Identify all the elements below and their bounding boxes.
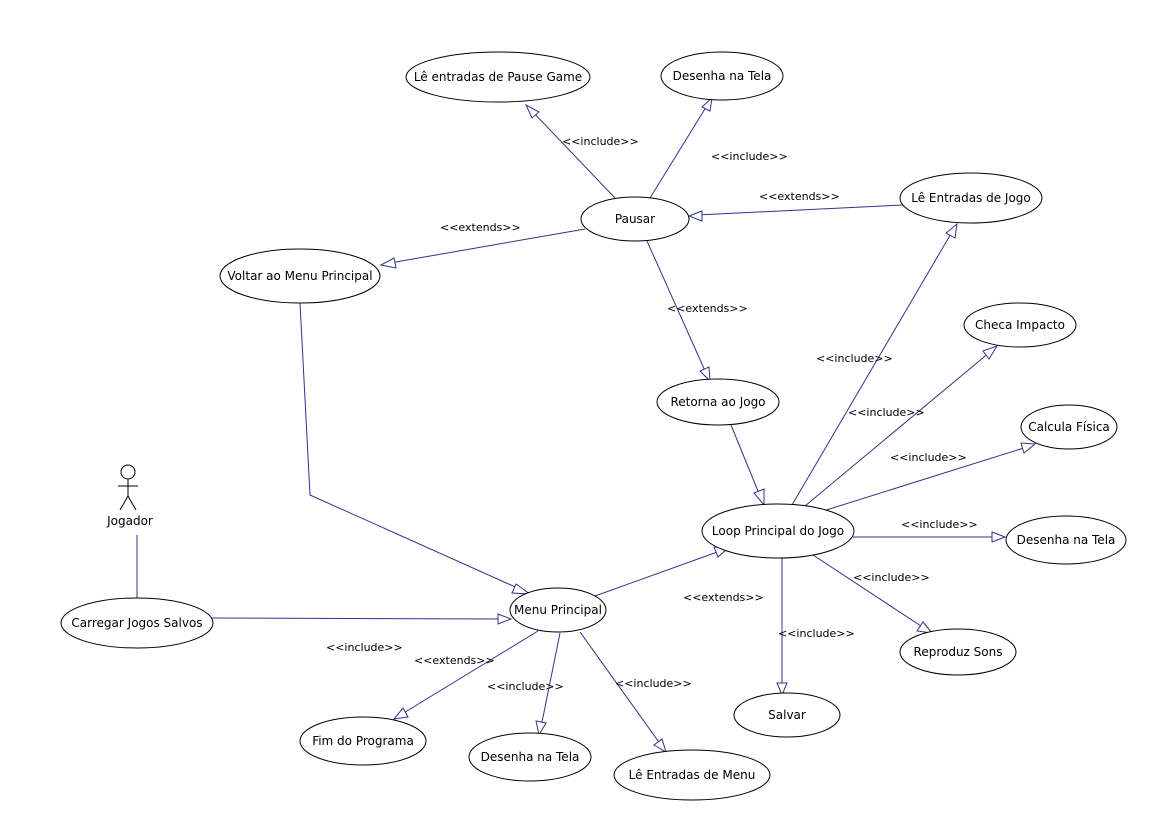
use-case-label: Checa Impacto — [975, 318, 1065, 332]
stereotype-include-label: <<include>> — [778, 627, 855, 640]
stereotype-extends-label: <<extends>> — [414, 654, 495, 667]
use-case-fim-programa[interactable]: Fim do Programa — [299, 716, 427, 766]
stereotype-include-label: <<include>> — [562, 135, 639, 148]
edge-pausar-desenha-tela-1 — [649, 96, 713, 199]
use-case-salvar[interactable]: Salvar — [733, 692, 841, 738]
edge-menu-fim-programa — [392, 630, 539, 720]
use-cases: Lê entradas de Pause Game Desenha na Tel… — [60, 51, 1127, 801]
use-case-label: Retorna ao Jogo — [670, 395, 765, 409]
hollow-arrow-icon — [497, 613, 513, 625]
use-case-desenha-tela-2[interactable]: Desenha na Tela — [1005, 515, 1127, 565]
hollow-arrow-icon — [653, 738, 667, 754]
use-case-label: Calcula Física — [1028, 420, 1110, 434]
hollow-arrow-icon — [982, 345, 999, 360]
edge-loop-calcula-fisica — [819, 442, 1037, 513]
use-case-le-entradas-jogo[interactable]: Lê Entradas de Jogo — [899, 172, 1043, 224]
use-case-label: Loop Principal do Jogo — [712, 524, 844, 538]
edge-retorna-jogo-loop — [730, 424, 765, 507]
use-case-calcula-fisica[interactable]: Calcula Física — [1020, 404, 1118, 450]
use-case-label: Lê Entradas de Menu — [629, 768, 756, 782]
hollow-arrow-icon — [753, 488, 765, 507]
use-case-pausar[interactable]: Pausar — [580, 196, 690, 242]
edge-loop-checa-impacto — [804, 345, 999, 507]
edge-pausar-le-entradas-pause — [524, 103, 616, 199]
stereotype-include-label: <<include>> — [816, 352, 893, 365]
stereotype-labels: <<include>> <<include>> <<extends>> <<ex… — [326, 135, 978, 693]
edge-menu-desenha-tela-3 — [535, 632, 561, 737]
use-case-label: Desenha na Tela — [481, 750, 580, 764]
edges — [136, 96, 1037, 754]
actor-name-label: Jogador — [106, 514, 153, 528]
hollow-arrow-icon — [535, 720, 547, 737]
stereotype-extends-label: <<extends>> — [759, 190, 840, 203]
use-case-label: Reproduz Sons — [914, 645, 1003, 659]
stereotype-extends-label: <<extends>> — [667, 302, 748, 315]
use-case-label: Fim do Programa — [312, 734, 414, 748]
edge-loop-reproduz-sons — [812, 554, 934, 634]
actor-jogador[interactable]: Jogador — [106, 464, 153, 528]
stereotype-include-label: <<include>> — [711, 150, 788, 163]
edge-menu-le-entradas-menu — [579, 631, 667, 754]
hollow-arrow-icon — [379, 257, 397, 269]
edge-le-entradas-jogo-pausar — [687, 204, 904, 222]
use-case-voltar-menu[interactable]: Voltar ao Menu Principal — [219, 248, 381, 304]
hollow-arrow-icon — [991, 531, 1007, 543]
use-case-label: Voltar ao Menu Principal — [227, 269, 372, 283]
use-case-label: Desenha na Tela — [1017, 533, 1116, 547]
use-case-label: Pausar — [615, 212, 655, 226]
hollow-arrow-icon — [524, 103, 540, 119]
stereotype-include-label: <<include>> — [487, 680, 564, 693]
edge-pausar-voltar-menu — [379, 228, 586, 269]
hollow-arrow-icon — [687, 210, 703, 222]
use-case-label: Carregar Jogos Salvos — [71, 616, 202, 630]
hollow-arrow-icon — [916, 621, 934, 634]
use-case-retorna-jogo[interactable]: Retorna ao Jogo — [656, 378, 780, 426]
stereotype-include-label: <<include>> — [326, 641, 403, 654]
stereotype-extends-label: <<extends>> — [440, 221, 521, 234]
use-case-checa-impacto[interactable]: Checa Impacto — [963, 302, 1077, 348]
stereotype-include-label: <<include>> — [848, 406, 925, 419]
stereotype-include-label: <<include>> — [853, 571, 930, 584]
stereotype-extends-label: <<extends>> — [683, 591, 764, 604]
use-case-label: Menu Principal — [514, 603, 602, 617]
use-case-menu-principal[interactable]: Menu Principal — [509, 587, 607, 633]
hollow-arrow-icon — [392, 707, 409, 720]
stereotype-include-label: <<include>> — [890, 451, 967, 464]
edge-loop-desenha-tela-2 — [852, 531, 1007, 543]
edge-carregar-menu — [211, 613, 513, 625]
use-case-loop-principal[interactable]: Loop Principal do Jogo — [701, 503, 855, 559]
use-case-le-entradas-pause[interactable]: Lê entradas de Pause Game — [405, 51, 591, 103]
edge-loop-le-entradas-jogo — [791, 222, 958, 506]
hollow-arrow-icon — [701, 96, 713, 112]
hollow-arrow-icon — [699, 366, 711, 383]
stereotype-include-label: <<include>> — [615, 677, 692, 690]
stick-figure-icon — [118, 464, 138, 511]
use-case-reproduz-sons[interactable]: Reproduz Sons — [899, 628, 1017, 676]
use-case-label: Salvar — [768, 708, 806, 722]
use-case-label: Desenha na Tela — [673, 69, 772, 83]
use-case-carregar-jogos[interactable]: Carregar Jogos Salvos — [60, 597, 214, 649]
use-case-label: Lê entradas de Pause Game — [414, 70, 582, 84]
edge-voltar-menu-menu-principal — [299, 302, 532, 595]
stereotype-include-label: <<include>> — [901, 518, 978, 531]
edge-pausar-retorna-jogo — [646, 240, 711, 383]
hollow-arrow-icon — [1020, 442, 1037, 454]
edge-menu-loop — [594, 546, 730, 597]
hollow-arrow-icon — [945, 222, 958, 239]
use-case-label: Lê Entradas de Jogo — [911, 191, 1031, 205]
hollow-arrow-icon — [776, 682, 788, 697]
use-case-desenha-tela-1[interactable]: Desenha na Tela — [660, 51, 784, 101]
use-case-le-entradas-menu[interactable]: Lê Entradas de Menu — [613, 749, 771, 801]
use-case-desenha-tela-3[interactable]: Desenha na Tela — [468, 732, 592, 782]
hollow-arrow-icon — [511, 583, 532, 595]
edge-loop-salvar — [776, 558, 788, 697]
